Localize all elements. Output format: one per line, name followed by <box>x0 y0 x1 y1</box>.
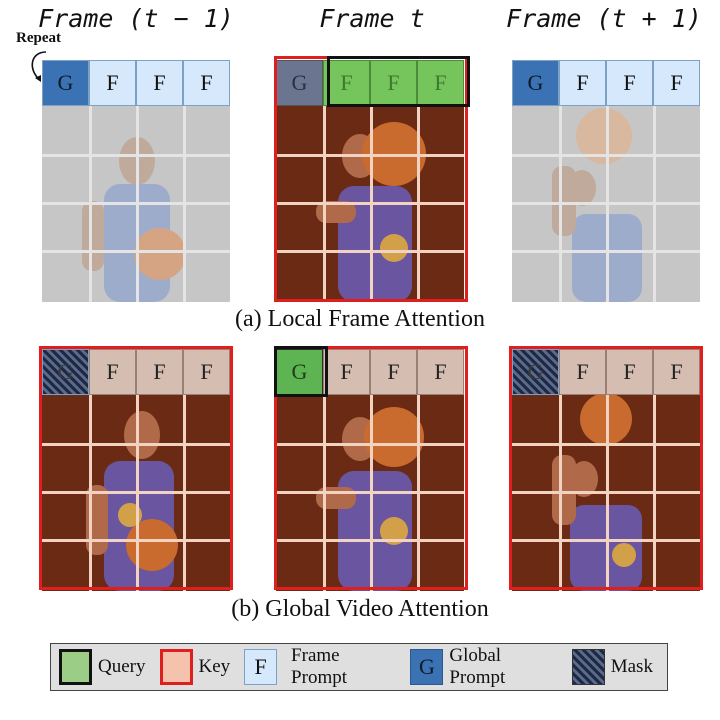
legend: Query Key F Frame Prompt G Global Prompt… <box>50 643 668 691</box>
frame-prompt-token: F <box>653 60 700 106</box>
frame-prompt-token: F <box>417 349 464 395</box>
panel-local-next: G F F F <box>512 60 700 302</box>
frame-prompt-token-query: F <box>370 60 417 106</box>
legend-global-prompt-swatch: G <box>410 649 444 685</box>
frame-prompt-token: F <box>653 349 700 395</box>
frame-prompt-token: F <box>323 349 370 395</box>
legend-key-label: Key <box>198 656 231 677</box>
repeat-arrow-icon <box>31 51 47 82</box>
panel-global-next: G F F F <box>512 349 700 591</box>
masked-global-token: G <box>42 349 89 395</box>
global-prompt-token-query: G <box>276 349 323 395</box>
token-row: G F F F <box>512 60 700 106</box>
legend-frame-prompt-label: Frame Prompt <box>291 645 347 688</box>
frame-image-faded <box>512 106 700 302</box>
frame-image-key <box>276 106 464 302</box>
frame-prompt-token: F <box>606 349 653 395</box>
panel-local-prev: G F F F <box>42 60 230 302</box>
frame-prompt-token: F <box>183 60 230 106</box>
frame-image-key <box>276 395 464 591</box>
token-row: G F F F <box>276 60 464 106</box>
panel-global-current: G F F F <box>276 349 464 591</box>
frame-prompt-token: F <box>559 349 606 395</box>
legend-query-swatch <box>59 649 93 685</box>
frame-prompt-token: F <box>183 349 230 395</box>
frame-prompt-token: F <box>89 349 136 395</box>
frame-prompt-token: F <box>370 349 417 395</box>
global-prompt-token: G <box>512 60 559 106</box>
token-row: G F F F <box>512 349 700 395</box>
legend-global-prompt-label: Global Prompt <box>449 645 506 688</box>
masked-global-token: G <box>512 349 559 395</box>
frame-prompt-token: F <box>559 60 606 106</box>
frame-title-next: Frame (t + 1) <box>506 4 702 33</box>
repeat-label: Repeat <box>16 30 61 46</box>
legend-mask-swatch <box>571 649 605 685</box>
panel-global-prev: G F F F <box>42 349 230 591</box>
token-row: G F F F <box>42 60 230 106</box>
frame-prompt-token-query: F <box>323 60 370 106</box>
token-row: G F F F <box>42 349 230 395</box>
frame-title-current: Frame t <box>319 4 425 33</box>
caption-local-frame-attention: (a) Local Frame Attention <box>235 306 485 332</box>
legend-mask-label: Mask <box>610 656 653 677</box>
frame-image-key <box>512 395 700 591</box>
global-prompt-token: G <box>42 60 89 106</box>
frame-prompt-token: F <box>136 349 183 395</box>
token-row: G F F F <box>276 349 464 395</box>
frame-image-key <box>42 395 230 591</box>
frame-title-prev: Frame (t − 1) <box>38 4 234 33</box>
legend-frame-prompt-swatch: F <box>244 649 278 685</box>
frame-image-faded <box>42 106 230 302</box>
panel-local-current: G F F F <box>276 58 464 302</box>
legend-query-label: Query <box>98 656 146 677</box>
frame-prompt-token: F <box>89 60 136 106</box>
legend-key-swatch <box>159 649 193 685</box>
frame-prompt-token: F <box>606 60 653 106</box>
global-prompt-token: G <box>276 60 323 106</box>
caption-global-video-attention: (b) Global Video Attention <box>231 596 489 622</box>
frame-prompt-token: F <box>136 60 183 106</box>
frame-prompt-token-query: F <box>417 60 464 106</box>
